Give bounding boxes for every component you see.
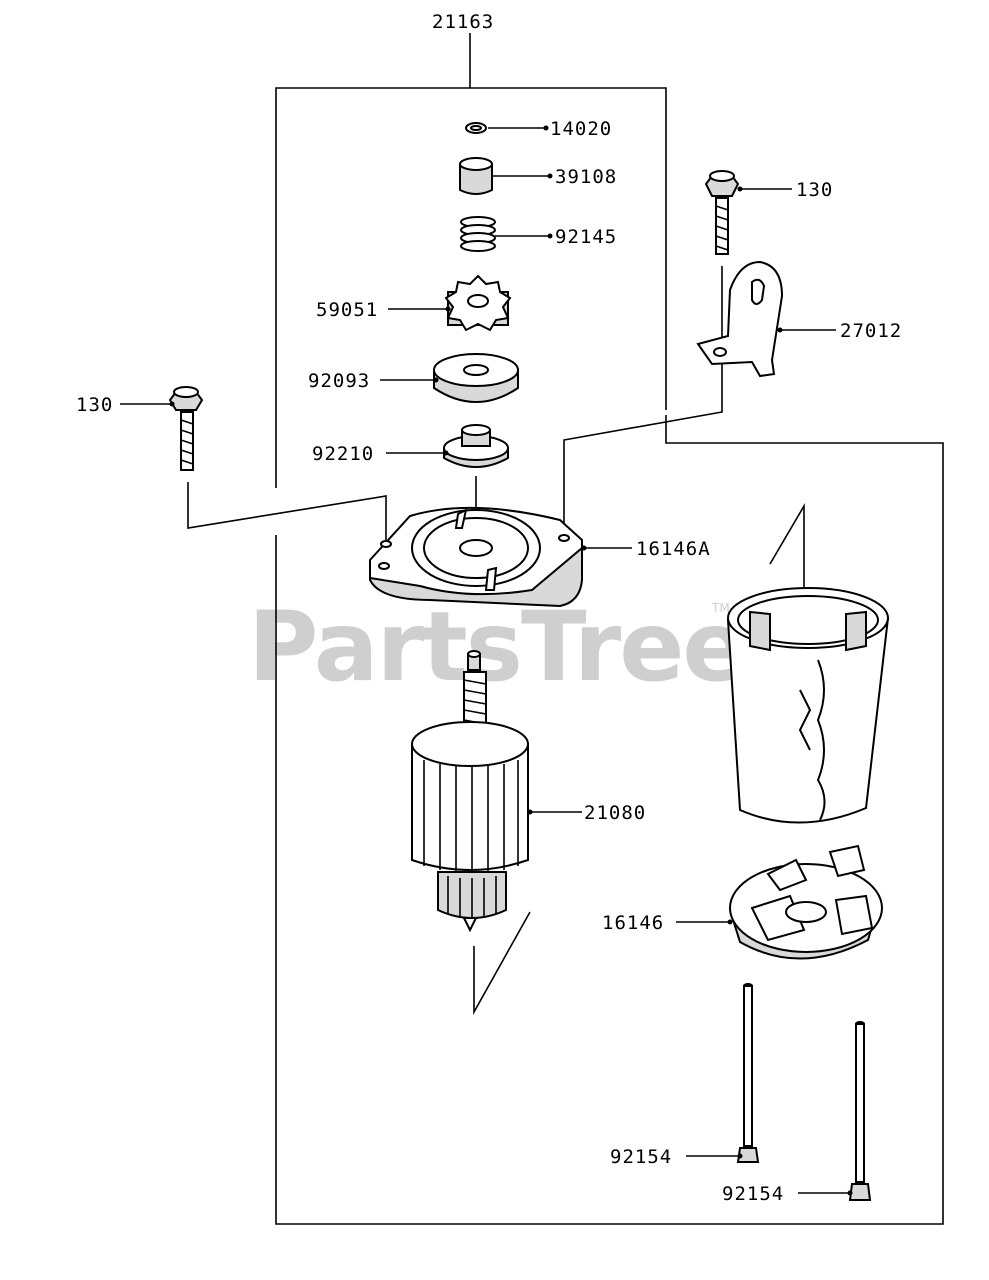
part-yoke-housing[interactable] [726, 503, 890, 824]
part-27012-bracket[interactable] [696, 260, 836, 378]
callout-16146: 16146 [602, 912, 664, 934]
callout-92093: 92093 [308, 370, 370, 392]
callout-130-left: 130 [76, 394, 113, 416]
part-130-bolt-left[interactable] [120, 386, 387, 540]
part-92210-stop-nut[interactable] [386, 424, 509, 520]
callout-14020: 14020 [550, 118, 612, 140]
callout-59051: 59051 [316, 299, 378, 321]
callout-92154-a: 92154 [610, 1146, 672, 1168]
assembly-frame [275, 33, 944, 1225]
watermark-tm: TM [711, 601, 730, 615]
callout-39108: 39108 [555, 166, 617, 188]
callout-27012: 27012 [840, 320, 902, 342]
part-39108-collar[interactable] [459, 157, 553, 195]
part-21080-armature[interactable] [411, 650, 582, 1016]
callout-21080: 21080 [584, 802, 646, 824]
part-16146-rear-cover[interactable] [676, 844, 883, 960]
callout-92145: 92145 [555, 226, 617, 248]
callout-130-right: 130 [796, 179, 833, 201]
part-92154-through-bolt-a[interactable] [686, 983, 760, 1163]
part-92145-spring[interactable] [460, 216, 553, 252]
part-59051-pinion-gear[interactable] [388, 274, 512, 332]
callout-92210: 92210 [312, 443, 374, 465]
part-92093-washer[interactable] [380, 353, 519, 403]
part-14020-washer[interactable] [465, 122, 549, 134]
part-92154-through-bolt-b[interactable] [798, 1021, 872, 1201]
callout-21163: 21163 [432, 11, 494, 33]
callout-92154-b: 92154 [722, 1183, 784, 1205]
part-16146A-front-cover[interactable] [369, 506, 632, 608]
callout-16146A: 16146A [636, 538, 711, 560]
watermark-text: PartsTree [248, 591, 745, 703]
